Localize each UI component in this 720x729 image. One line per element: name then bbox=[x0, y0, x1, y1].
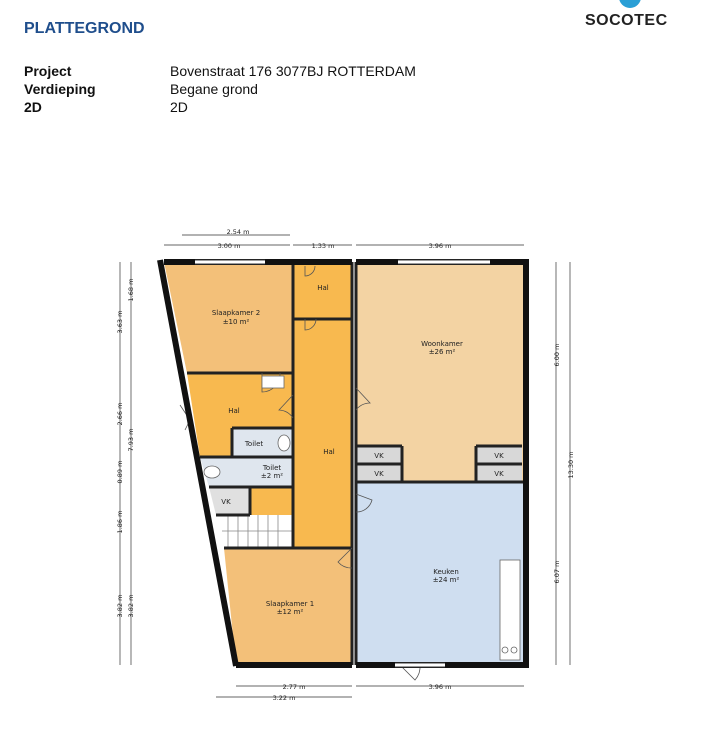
dim-left-b1: 2.66 m bbox=[116, 403, 124, 426]
room-slaapkamer1 bbox=[224, 548, 352, 665]
info-label: 2D bbox=[24, 99, 42, 115]
room-keuken bbox=[356, 482, 524, 665]
dimension-lines bbox=[119, 234, 571, 698]
dim-left-d1: 1.86 m bbox=[116, 511, 124, 534]
area-slaapkamer2: ±10 m² bbox=[223, 318, 250, 326]
label-vk-left: VK bbox=[221, 498, 231, 506]
info-value: 2D bbox=[170, 99, 188, 115]
room-hal-top bbox=[293, 262, 352, 319]
area-slaapkamer1: ±12 m² bbox=[277, 608, 304, 616]
label-toilet: Toilet bbox=[262, 464, 282, 472]
dim-bottom-1b: 3.96 m bbox=[429, 683, 452, 691]
dim-left-a2: 3.63 m bbox=[116, 311, 124, 334]
info-label: Project bbox=[24, 63, 72, 79]
room-hal-center bbox=[250, 319, 352, 548]
windows bbox=[195, 260, 490, 667]
room-vk-left bbox=[209, 487, 250, 515]
project-info: Project Bovenstraat 176 3077BJ ROTTERDAM… bbox=[24, 62, 416, 116]
label-hal-top: Hal bbox=[317, 284, 329, 292]
label-hal-center: Hal bbox=[323, 448, 335, 456]
room-vk-2 bbox=[356, 464, 402, 482]
room-vk-4 bbox=[476, 464, 522, 482]
room-toilet bbox=[200, 457, 293, 487]
room-stairs bbox=[216, 515, 293, 548]
dim-top-2c: 3.96 m bbox=[429, 242, 452, 250]
dim-bottom-1a: 2.77 m bbox=[283, 683, 306, 691]
dim-top-2b: 1.33 m bbox=[312, 242, 335, 250]
dim-left-a1: 1.68 m bbox=[127, 279, 135, 302]
dim-left-e2: 3.82 m bbox=[127, 595, 135, 618]
label-vk-1: VK bbox=[374, 452, 384, 460]
area-toilet: ±2 m² bbox=[261, 472, 283, 480]
room-slaapkamer2 bbox=[164, 262, 293, 373]
toilet-fixtures bbox=[203, 375, 521, 661]
label-slaapkamer1: Slaapkamer 1 bbox=[266, 600, 314, 608]
info-row-project: Project Bovenstraat 176 3077BJ ROTTERDAM bbox=[24, 62, 416, 80]
dim-right-total: 13.30 m bbox=[567, 451, 575, 478]
windows-edge bbox=[195, 259, 490, 668]
room-vk-1 bbox=[356, 446, 402, 464]
interior-walls bbox=[187, 262, 524, 665]
dim-top-2a: 3.00 m bbox=[218, 242, 241, 250]
label-vk-4: VK bbox=[494, 470, 504, 478]
socotec-logo: SOCOTEC bbox=[575, 0, 685, 36]
info-row-view: 2D 2D bbox=[24, 98, 416, 116]
dim-right-a: 6.00 m bbox=[553, 344, 561, 367]
dim-bottom-2: 3.22 m bbox=[273, 694, 296, 702]
info-value: Bovenstraat 176 3077BJ ROTTERDAM bbox=[170, 63, 416, 79]
area-keuken: ±24 m² bbox=[433, 576, 460, 584]
label-vk-3: VK bbox=[494, 452, 504, 460]
dim-top-1: 2.54 m bbox=[227, 228, 250, 236]
dim-left-c1: 0.89 m bbox=[116, 461, 124, 484]
label-vk-2: VK bbox=[374, 470, 384, 478]
room-vk-3 bbox=[476, 446, 522, 464]
logo-mark-icon bbox=[619, 0, 641, 8]
info-value: Begane grond bbox=[170, 81, 258, 97]
dim-right-b: 6.07 m bbox=[553, 561, 561, 584]
info-row-floor: Verdieping Begane grond bbox=[24, 80, 416, 98]
label-slaapkamer2: Slaapkamer 2 bbox=[212, 309, 260, 317]
area-woonkamer: ±26 m² bbox=[429, 348, 456, 356]
label-keuken: Keuken bbox=[433, 568, 459, 576]
dim-left-e1: 3.82 m bbox=[116, 595, 124, 618]
room-hal-left bbox=[187, 373, 293, 457]
label-hal-left: Hal bbox=[228, 407, 240, 415]
info-label: Verdieping bbox=[24, 81, 96, 97]
logo-text: SOCOTEC bbox=[585, 12, 668, 29]
label-toilet-small: Toilet bbox=[244, 440, 264, 448]
dim-left-b2: 7.93 m bbox=[127, 429, 135, 452]
stairs bbox=[222, 515, 293, 548]
page-title: PLATTEGROND bbox=[24, 20, 145, 37]
label-woonkamer: Woonkamer bbox=[421, 340, 463, 348]
